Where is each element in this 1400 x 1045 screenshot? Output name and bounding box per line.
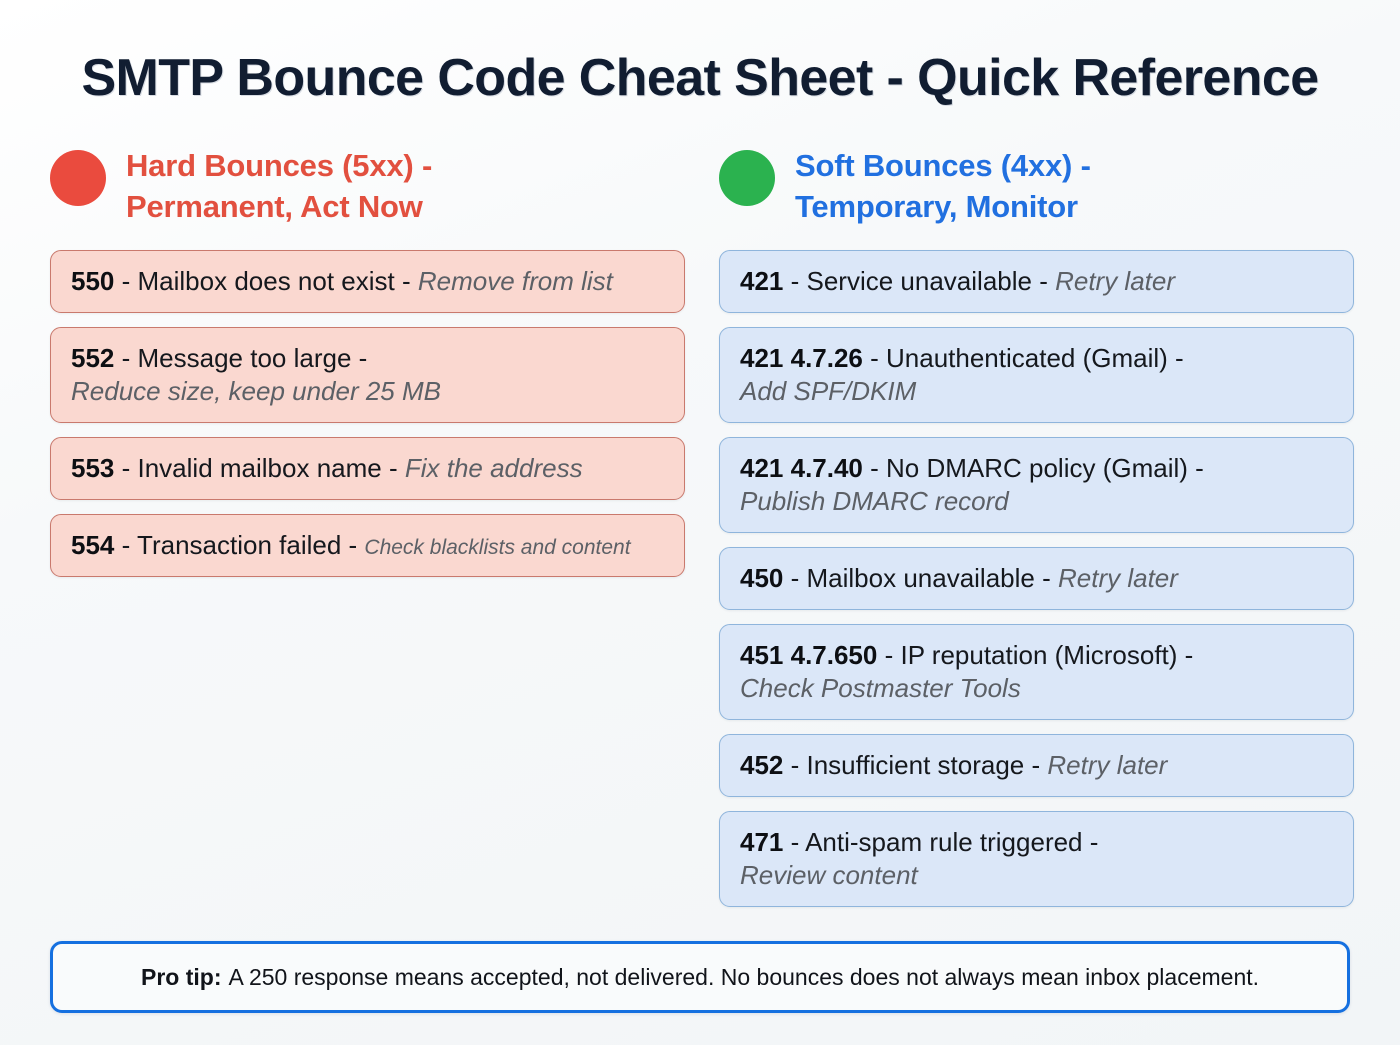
hard-bounces-heading: Hard Bounces (5xx) - Permanent, Act Now (126, 146, 432, 228)
pro-tip-banner: Pro tip: A 250 response means accepted, … (50, 941, 1350, 1013)
bounce-separator-2: - (1034, 562, 1058, 593)
soft-bounces-header: Soft Bounces (4xx) - Temporary, Monitor (719, 146, 1354, 228)
bounce-advice: Add SPF/DKIM (740, 375, 917, 406)
bounce-description: Service unavailable (806, 265, 1032, 296)
page-title: SMTP Bounce Code Cheat Sheet - Quick Ref… (81, 49, 1319, 107)
bounce-code: 471 (740, 826, 784, 857)
bounce-code: 452 (740, 749, 784, 780)
hard-bounces-column: Hard Bounces (5xx) - Permanent, Act Now … (50, 146, 685, 591)
bounce-code: 553 (71, 452, 115, 483)
bounce-description: Insufficient storage (806, 749, 1025, 780)
bounce-separator: - (114, 529, 138, 560)
bounce-advice: Check Postmaster Tools (740, 672, 1021, 703)
bounce-code: 451 4.7.650 (740, 639, 878, 670)
bounce-description: Mailbox does not exist (137, 265, 395, 296)
bounce-description: Transaction failed (137, 529, 342, 560)
bounce-separator: - (862, 342, 886, 373)
bounce-description: Mailbox unavailable (806, 562, 1035, 593)
bounce-code-card: 554 - Transaction failed - Check blackli… (50, 513, 685, 577)
bounce-code: 550 (71, 265, 115, 296)
hard-bounce-card-list: 550 - Mailbox does not exist - Remove fr… (50, 249, 685, 591)
pro-tip-text: A 250 response means accepted, not deliv… (228, 963, 1260, 990)
bounce-code: 421 4.7.40 (740, 452, 863, 483)
bounce-code-card: 450 - Mailbox unavailable - Retry later (719, 546, 1354, 610)
hard-heading-line-1: Hard Bounces (5xx) - (126, 148, 433, 183)
bounce-code-card: 471 - Anti-spam rule triggered -Review c… (719, 810, 1354, 907)
bounce-separator-2: - (341, 529, 365, 560)
bounce-separator-2: - (1024, 749, 1048, 780)
bounce-advice: Remove from list (417, 265, 613, 296)
hard-bounces-header: Hard Bounces (5xx) - Permanent, Act Now (50, 146, 685, 228)
bounce-code: 421 (740, 265, 784, 296)
bounce-separator-2: - (1031, 265, 1056, 296)
bounce-separator: - (114, 265, 138, 296)
bounce-separator: - (783, 826, 806, 857)
bounce-code-card: 452 - Insufficient storage - Retry later (719, 733, 1354, 797)
bounce-code: 554 (71, 529, 115, 560)
pro-tip-label: Pro tip: (140, 963, 222, 990)
bounce-separator: - (862, 452, 886, 483)
bounce-code-card: 451 4.7.650 - IP reputation (Microsoft) … (719, 623, 1354, 720)
soft-heading-line-2: Temporary, Monitor (795, 188, 1078, 224)
bounce-code-card: 553 - Invalid mailbox name - Fix the add… (50, 436, 685, 500)
green-circle-icon (719, 150, 775, 206)
bounce-description: Invalid mailbox name (137, 452, 382, 483)
soft-bounces-heading: Soft Bounces (4xx) - Temporary, Monitor (795, 146, 1091, 228)
bounce-advice: Fix the address (404, 452, 583, 483)
bounce-separator: - (877, 639, 901, 670)
bounce-separator-2: - (381, 452, 405, 483)
bounce-separator: - (783, 265, 807, 296)
bounce-advice: Check blacklists and content (364, 535, 631, 559)
bounce-description: No DMARC policy (Gmail) - (886, 452, 1204, 483)
bounce-advice: Publish DMARC record (740, 485, 1009, 516)
bounce-code: 450 (740, 562, 784, 593)
bounce-separator: - (783, 749, 807, 780)
bounce-separator-2: - (394, 265, 418, 296)
bounce-description: Unauthenticated (Gmail) - (886, 342, 1184, 373)
bounce-code-card: 421 - Service unavailable - Retry later (719, 249, 1354, 313)
bounce-advice: Retry later (1047, 749, 1168, 780)
bounce-separator: - (114, 342, 138, 373)
bounce-advice: Reduce size, keep under 25 MB (71, 375, 441, 406)
soft-bounces-column: Soft Bounces (4xx) - Temporary, Monitor … (719, 146, 1354, 921)
bounce-description: Anti-spam rule triggered - (805, 826, 1099, 857)
bounce-description: Message too large - (137, 342, 368, 373)
soft-heading-line-1: Soft Bounces (4xx) - (795, 148, 1091, 183)
bounce-code-card: 552 - Message too large -Reduce size, ke… (50, 326, 685, 423)
bounce-advice: Retry later (1057, 562, 1178, 593)
bounce-advice: Review content (740, 859, 918, 890)
bounce-code-card: 550 - Mailbox does not exist - Remove fr… (50, 249, 685, 313)
red-circle-icon (50, 150, 106, 206)
bounce-advice: Retry later (1055, 265, 1175, 296)
bounce-separator: - (783, 562, 807, 593)
bounce-code-card: 421 4.7.26 - Unauthenticated (Gmail) -Ad… (719, 326, 1354, 423)
bounce-code: 552 (71, 342, 115, 373)
bounce-code: 421 4.7.26 (740, 342, 863, 373)
hard-heading-line-2: Permanent, Act Now (126, 188, 423, 224)
bounce-separator: - (114, 452, 138, 483)
bounce-description: IP reputation (Microsoft) - (900, 639, 1194, 670)
bounce-code-card: 421 4.7.40 - No DMARC policy (Gmail) -Pu… (719, 436, 1354, 533)
